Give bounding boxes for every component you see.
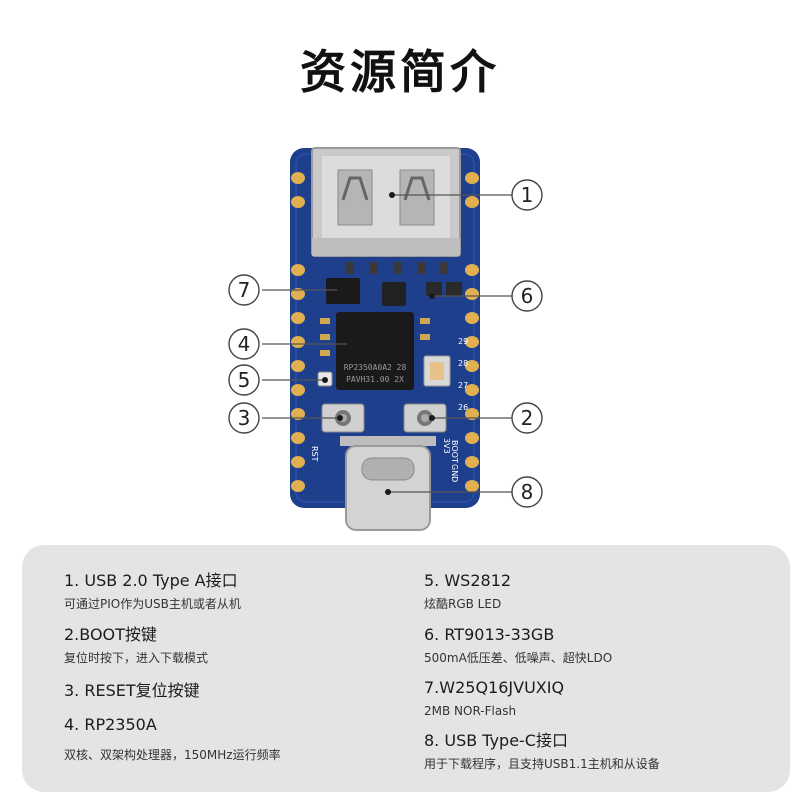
- boot-button: [403, 403, 447, 433]
- callout-8: 8: [521, 480, 534, 504]
- callout-1: 1: [521, 183, 534, 207]
- feature-title: 7.W25Q16JVUXIQ: [424, 678, 565, 697]
- feature-item: 4. RP2350A 双核、双架构处理器，150MHz运行频率: [64, 715, 281, 763]
- usb-a-connector: [311, 147, 461, 257]
- silk-boot: BOOT: [450, 440, 459, 463]
- right-pads: [465, 172, 479, 492]
- feature-title: 6. RT9013-33GB: [424, 625, 555, 644]
- chip-marking-1: RP2350A0A2 28: [344, 363, 407, 372]
- features-panel: 1. USB 2.0 Type A接口 可通过PIO作为USB主机或者从机 2.…: [22, 545, 790, 792]
- callout-7: 7: [238, 278, 251, 302]
- feature-item: 7.W25Q16JVUXIQ 2MB NOR-Flash: [424, 678, 564, 719]
- feature-item: 8. USB Type-C接口 用于下载程序，且支持USB1.1主机和从设备: [424, 731, 660, 772]
- ldo-chip: [382, 282, 406, 306]
- feature-item: 3. RESET复位按键: [64, 681, 200, 701]
- silk-gnd: GND: [450, 464, 459, 482]
- left-pads: [291, 172, 305, 492]
- flash-chip: [326, 278, 360, 304]
- feature-title: 5. WS2812: [424, 571, 512, 590]
- smd-components: [346, 262, 448, 274]
- callout-4: 4: [238, 332, 251, 356]
- rp2350-chip: RP2350A0A2 28 PAVH31.00 2X: [336, 312, 414, 390]
- feature-title: 2.BOOT按键: [64, 625, 157, 644]
- silk-3v3: 3V3: [442, 438, 451, 454]
- callout-3: 3: [238, 406, 251, 430]
- feature-item: 6. RT9013-33GB 500mA低压差、低噪声、超快LDO: [424, 625, 612, 666]
- board-diagram: RP2350A0A2 28 PAVH31.00 2X 29 28 27 26 R…: [228, 147, 543, 531]
- pin-label: 26: [458, 403, 468, 412]
- feature-desc: 500mA低压差、低噪声、超快LDO: [424, 651, 613, 665]
- feature-title: 4. RP2350A: [64, 715, 157, 734]
- feature-desc: 用于下载程序，且支持USB1.1主机和从设备: [424, 757, 660, 771]
- pin-label: 28: [458, 359, 468, 368]
- feature-desc: 炫酷RGB LED: [424, 597, 502, 611]
- page-title: 资源简介: [300, 45, 500, 99]
- chip-marking-2: PAVH31.00 2X: [346, 375, 404, 384]
- feature-title: 3. RESET复位按键: [64, 681, 200, 700]
- silk-rst: RST: [310, 446, 319, 462]
- feature-item: 2.BOOT按键 复位时按下，进入下载模式: [64, 625, 208, 666]
- feature-title: 8. USB Type-C接口: [424, 731, 568, 750]
- callout-5: 5: [238, 368, 251, 392]
- feature-desc: 复位时按下，进入下载模式: [64, 651, 209, 665]
- feature-item: 5. WS2812 炫酷RGB LED: [424, 571, 511, 612]
- feature-title: 1. USB 2.0 Type A接口: [64, 571, 238, 590]
- feature-desc: 可通过PIO作为USB主机或者从机: [64, 597, 241, 611]
- callout-6: 6: [521, 284, 534, 308]
- usb-c-connector: [340, 436, 436, 531]
- feature-desc: 2MB NOR-Flash: [424, 704, 517, 718]
- feature-desc: 双核、双架构处理器，150MHz运行频率: [64, 748, 281, 762]
- pin-label: 27: [458, 381, 468, 390]
- callout-2: 2: [521, 406, 534, 430]
- pin-label: 29: [458, 337, 468, 346]
- feature-item: 1. USB 2.0 Type A接口 可通过PIO作为USB主机或者从机: [64, 571, 241, 612]
